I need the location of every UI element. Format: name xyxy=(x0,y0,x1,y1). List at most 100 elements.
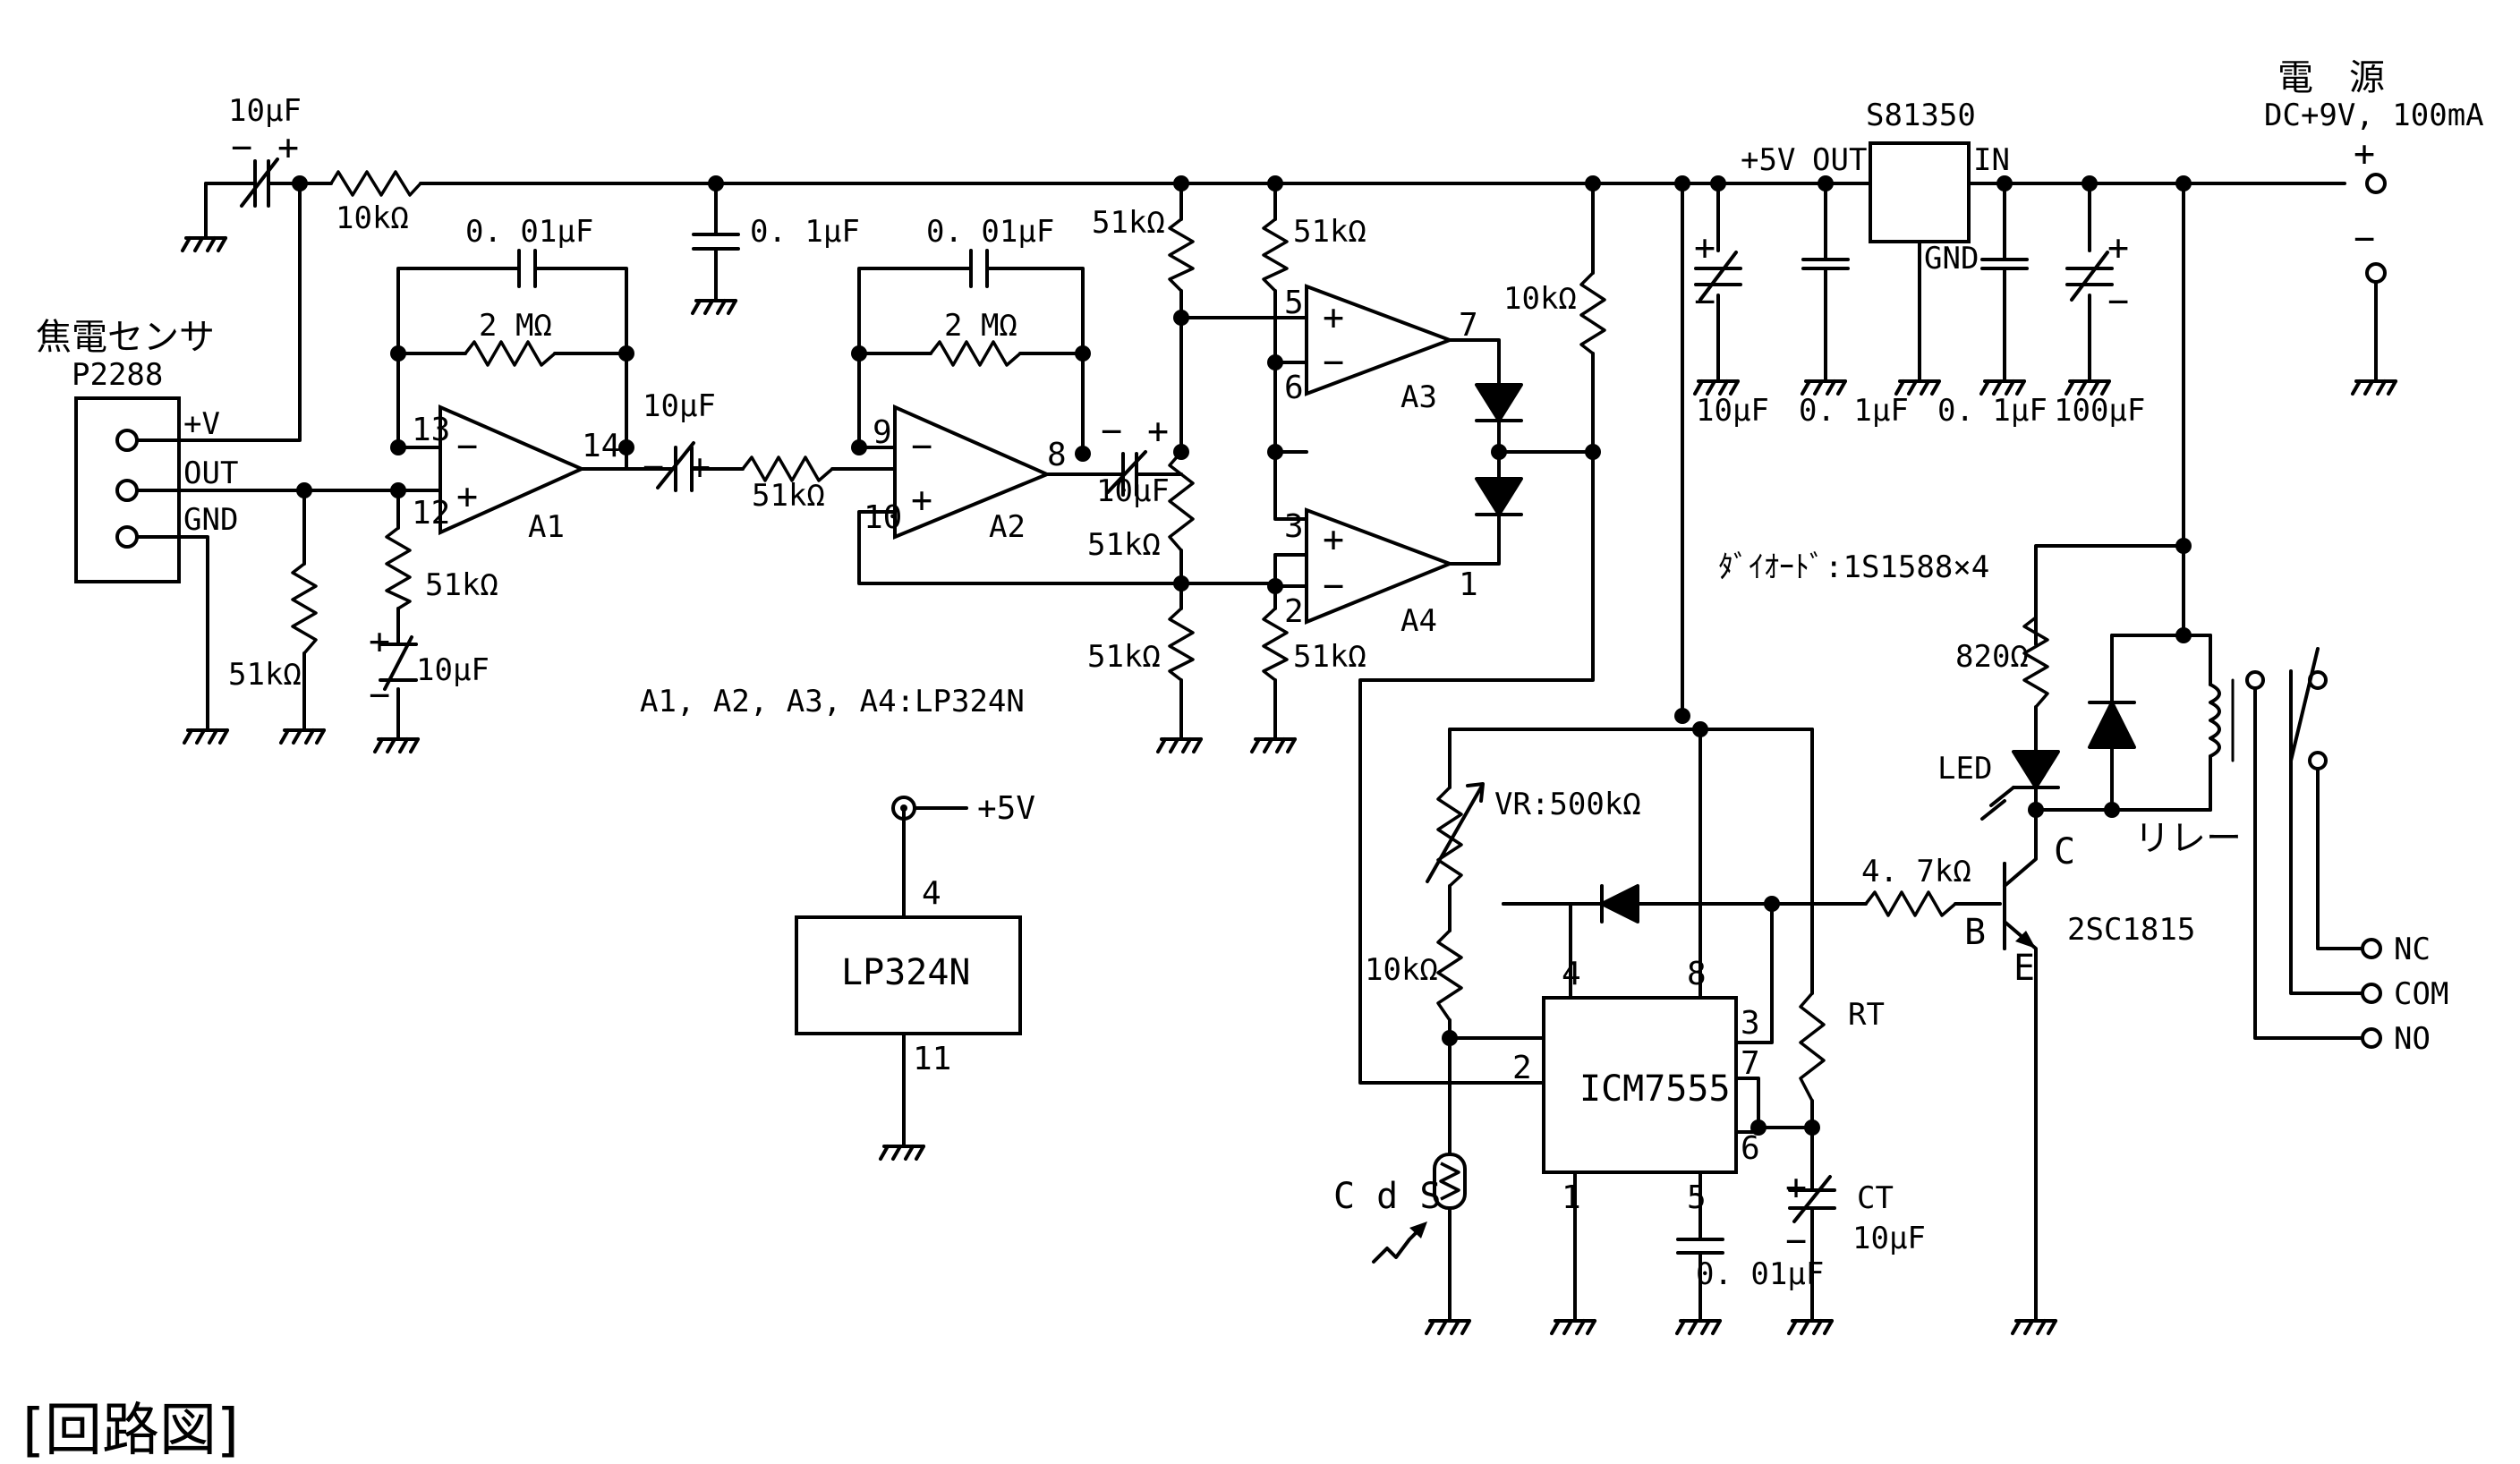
input-cap-label: 10μF xyxy=(228,93,302,129)
vr-arrow xyxy=(1426,786,1483,883)
a1-bias-cap: 10μF xyxy=(416,652,490,688)
diode-relay xyxy=(2088,701,2136,749)
a2-res-label: 2 MΩ xyxy=(944,308,1017,344)
regulator-out: OUT xyxy=(1812,142,1867,178)
a3-label: A3 xyxy=(1400,379,1437,415)
pyro-sensor xyxy=(74,396,181,583)
a4-label: A4 xyxy=(1400,603,1437,639)
a1-res-label: 2 MΩ xyxy=(479,308,552,344)
resistor-51k-out xyxy=(291,562,318,655)
contact-no: NO xyxy=(2394,1021,2431,1057)
svg-text:−: − xyxy=(1694,281,1715,322)
a2-cap-out-label: 10μF xyxy=(1096,473,1170,509)
opamp-a1 xyxy=(438,404,586,536)
a1-label: A1 xyxy=(528,509,565,545)
coupling-cap-label: 10μF xyxy=(643,388,716,424)
relay-label: リレー xyxy=(2134,818,2242,859)
a4-pin3: 3 xyxy=(1284,508,1304,545)
resistor-10k-cds xyxy=(1436,929,1463,1021)
resistors xyxy=(291,170,2049,1102)
diode-a3 xyxy=(1475,383,1523,422)
svg-text:+: + xyxy=(369,621,390,662)
input-res-label: 10kΩ xyxy=(336,200,409,236)
a2-pin9: 9 xyxy=(873,414,892,451)
a2-label: A2 xyxy=(989,509,1026,545)
reg-cap-4: 100μF xyxy=(2054,393,2145,429)
timer-name: ICM7555 xyxy=(1579,1068,1731,1110)
transistor-b: B xyxy=(1964,912,1986,953)
opamp-note: A1, A2, A3, A4:LP324N xyxy=(640,684,1025,719)
resistor-rt xyxy=(1799,992,1826,1102)
a1-bias-res: 51kΩ xyxy=(425,567,498,603)
regulator-name: S81350 xyxy=(1866,98,1976,133)
window-r-mid: 51kΩ xyxy=(1087,527,1161,563)
resistor-4k7 xyxy=(1864,890,1957,917)
resistor-51k-bot2 xyxy=(1262,607,1289,682)
junction-dots xyxy=(292,175,2192,1136)
power-spec: DC+9V, 100mA xyxy=(2264,98,2484,133)
svg-text:+: + xyxy=(1694,227,1715,268)
timer-c5: 0. 01μF xyxy=(1696,1256,1824,1292)
sensor-model: P2288 xyxy=(72,357,163,393)
power-plus-terminal xyxy=(2365,173,2387,194)
window-r-top1: 51kΩ xyxy=(1092,205,1165,241)
reg-cap-3: 0. 1μF xyxy=(1937,393,2048,429)
resistor-820 xyxy=(2022,616,2049,709)
svg-text:−: − xyxy=(643,447,664,488)
a3-pin5: 5 xyxy=(1284,285,1304,321)
power-minus: − xyxy=(2354,218,2375,260)
r-led-label: 820Ω xyxy=(1955,639,2029,675)
transistor-name: 2SC1815 xyxy=(2067,912,2195,948)
timer-pin5: 5 xyxy=(1687,1179,1707,1216)
power-plus: + xyxy=(2354,133,2375,174)
svg-text:−: − xyxy=(1101,411,1122,452)
svg-text:+: + xyxy=(911,480,932,521)
lp324n-box xyxy=(795,915,1022,1035)
led-label: LED xyxy=(1937,751,1992,787)
resistor-51k-mid xyxy=(1168,450,1195,552)
regulator-in: IN xyxy=(1973,142,2010,178)
a4-pin2: 2 xyxy=(1284,593,1304,630)
resistor-2m-a2 xyxy=(929,340,1022,367)
a4-pin1: 1 xyxy=(1459,566,1478,603)
timer-pin6: 6 xyxy=(1741,1130,1760,1167)
contact-nc: NC xyxy=(2394,932,2431,967)
transistor-c: C xyxy=(2054,831,2075,872)
cds-res-label: 10kΩ xyxy=(1365,952,1438,988)
a1-cap-label: 0. 01μF xyxy=(465,214,593,250)
lp324n-vcc: +5V xyxy=(977,790,1035,827)
sensor-name: 焦電センサ xyxy=(36,317,215,358)
vr-label: VR:500kΩ xyxy=(1494,787,1641,822)
svg-text:−: − xyxy=(456,426,478,467)
pullup-label: 10kΩ xyxy=(1503,281,1577,317)
resistor-10k-input xyxy=(329,170,422,197)
relay xyxy=(2209,647,2328,770)
svg-text:+: + xyxy=(1323,297,1344,338)
resistor-51k-top2 xyxy=(1262,217,1289,293)
diodes xyxy=(1475,383,2136,924)
svg-text:+: + xyxy=(1785,1167,1807,1208)
svg-text:−: − xyxy=(369,675,390,716)
rb-label: 4. 7kΩ xyxy=(1861,854,1971,889)
svg-text:−: − xyxy=(911,426,932,467)
timer-pin3: 3 xyxy=(1741,1005,1760,1042)
svg-text:−: − xyxy=(1323,566,1344,607)
timer-pin1: 1 xyxy=(1562,1179,1581,1216)
svg-text:+: + xyxy=(2107,227,2129,268)
resistor-10k-pullup xyxy=(1579,271,1606,355)
svg-text:+: + xyxy=(277,127,299,168)
opamp-a2 xyxy=(893,404,1052,540)
svg-text:−: − xyxy=(1323,342,1344,383)
com-terminal xyxy=(2361,983,2382,1004)
lp324n-name: LP324N xyxy=(841,952,971,993)
timer-ic xyxy=(1542,996,1738,1174)
diode-a4 xyxy=(1475,477,1523,516)
resistor-51k-bias xyxy=(385,526,412,610)
labels: 焦電センサ P2288 +V OUT GND 10μF − + 10kΩ 51k… xyxy=(22,57,2484,1464)
diode-note: ﾀﾞｲｵｰﾄﾞ:1S1588×4 xyxy=(1718,549,1989,585)
a2-pin10: 10 xyxy=(864,499,902,536)
nc-terminal xyxy=(2361,938,2382,959)
svg-text:+: + xyxy=(1323,519,1344,560)
a2-cap-label: 0. 01μF xyxy=(926,214,1054,250)
sensor-pin-out: OUT xyxy=(183,455,238,491)
